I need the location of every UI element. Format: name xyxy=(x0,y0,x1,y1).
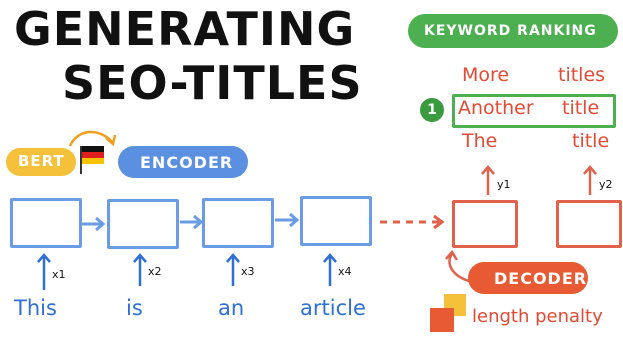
input-x-label: x2 xyxy=(148,265,162,278)
input-word: article xyxy=(300,296,366,320)
keyword-ranking-tag xyxy=(408,14,618,48)
bert-tag xyxy=(6,148,76,176)
input-x-label: x1 xyxy=(52,268,66,281)
decoder-label: DECODER xyxy=(494,269,588,288)
ranking-row-2-left: Another xyxy=(458,97,534,119)
title-line-1: GENERATING xyxy=(14,2,356,56)
length-penalty-label: length penalty xyxy=(472,306,603,327)
rank-number-badge: 1 xyxy=(420,98,444,122)
length-penalty-icon-front xyxy=(430,308,454,332)
input-x-label: x4 xyxy=(338,265,352,278)
keyword-ranking-label: KEYWORD RANKING xyxy=(424,23,597,39)
encoder-cell-3 xyxy=(202,198,274,248)
encoder-cell-1 xyxy=(10,198,82,248)
output-y-label: y2 xyxy=(599,178,613,191)
bert-label: BERT xyxy=(18,152,65,170)
decoder-tag xyxy=(468,262,588,294)
encoder-cell-4 xyxy=(300,196,372,246)
highlighted-ranking-row xyxy=(452,94,616,128)
input-word: an xyxy=(218,296,245,320)
input-word: is xyxy=(126,296,143,320)
ranking-row-1-left: More xyxy=(462,64,510,86)
ranking-row-3-left: The xyxy=(462,130,498,152)
encoder-tag xyxy=(118,146,248,178)
german-flag-icon xyxy=(80,146,104,174)
title-line-2: SEO-TITLES xyxy=(62,56,363,110)
input-word: This xyxy=(14,296,57,320)
decoder-cell-1 xyxy=(452,200,518,248)
ranking-row-1-right: titles xyxy=(558,64,606,86)
input-x-label: x3 xyxy=(241,265,255,278)
ranking-row-3-right: title xyxy=(572,130,610,152)
ranking-row-2-right: title xyxy=(562,97,600,119)
encoder-cell-2 xyxy=(107,199,179,249)
encoder-label: ENCODER xyxy=(140,153,234,172)
decoder-cell-2 xyxy=(556,200,622,248)
output-y-label: y1 xyxy=(497,178,511,191)
